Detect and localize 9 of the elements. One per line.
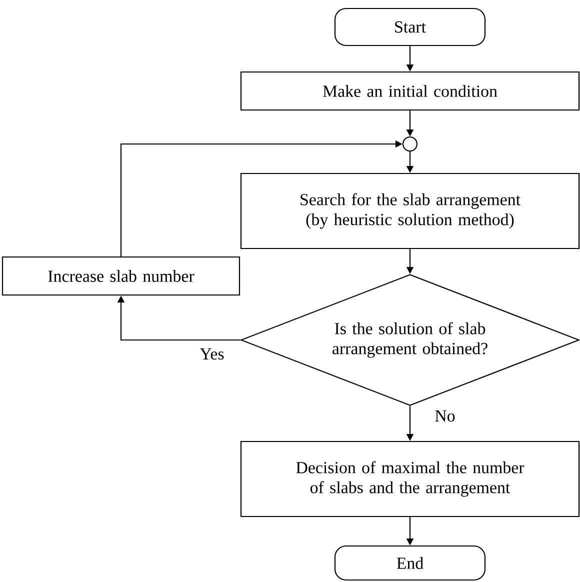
process-box: Increase slab number [2,256,240,296]
terminal-box: Start [334,8,486,46]
junction-circle [402,136,418,152]
edge-label: Yes [198,347,226,361]
process-box: Make an initial condition [240,71,580,111]
process-box: Search for the slab arrangement (by heuristic solution method) [240,172,580,250]
edge-label: No [434,409,456,423]
terminal-box: End [334,545,486,581]
process-box: Decision of maximal the number of slabs and the arrangement [240,440,580,518]
